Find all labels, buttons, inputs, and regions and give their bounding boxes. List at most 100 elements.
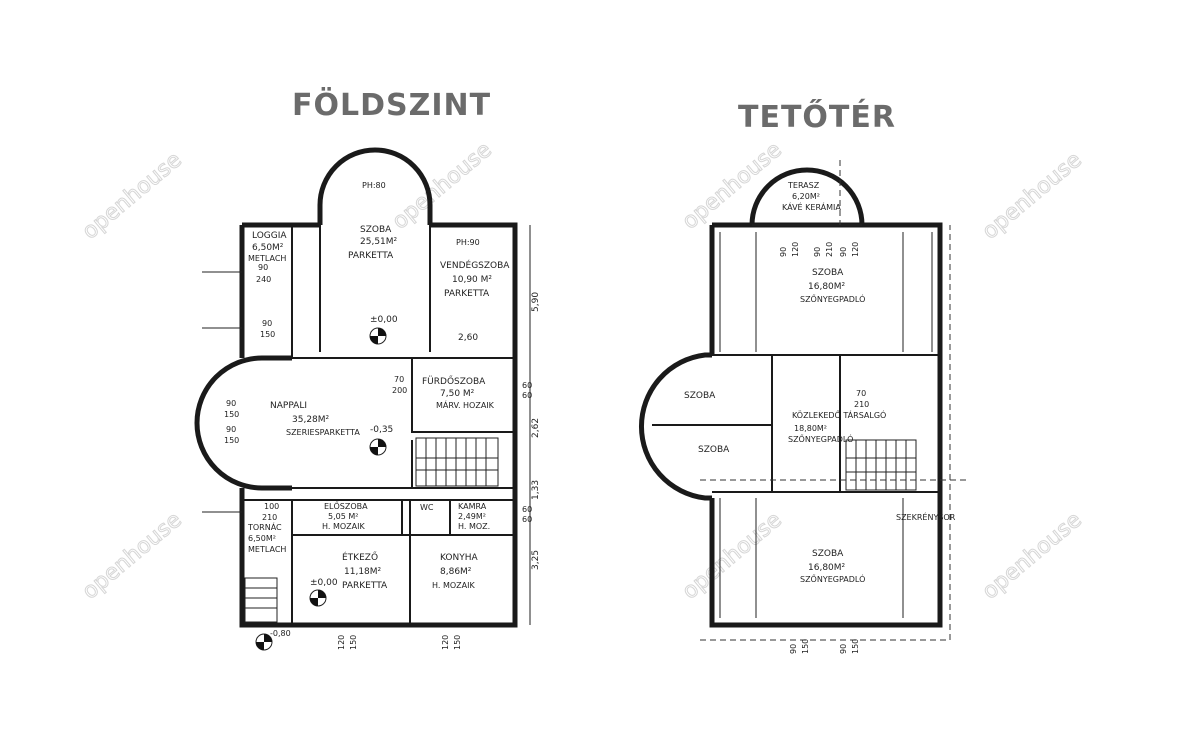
attic-terrace-floor: KÁVÉ KERÁMIA — [782, 201, 841, 212]
dimension-label: 90 — [226, 399, 236, 408]
level-marker — [369, 327, 387, 345]
nappali-area: 35,28M² — [292, 415, 330, 425]
dimension-label: 60 — [522, 515, 532, 524]
dimension-label: 150 — [349, 635, 358, 650]
dimension-label: 210 — [262, 513, 277, 522]
ground-floor-plan: LOGGIA 6,50M² METLACH SZOBA 25,51M² PARK… — [194, 147, 541, 651]
attic-inner-walls — [652, 354, 940, 493]
dimension-label: 3,25 — [531, 550, 541, 570]
dimension-label: 150 — [260, 330, 275, 339]
dimension-label: 200 — [392, 386, 407, 395]
dimension-label: 120 — [851, 242, 860, 257]
szoba-floor: PARKETTA — [348, 251, 394, 261]
attic-room-floor: SZŐNYEGPADLÓ — [800, 293, 865, 304]
vendegszoba-area: 10,90 M² — [452, 275, 492, 285]
level-label: ±0,00 — [370, 315, 398, 325]
level-marker — [255, 633, 273, 651]
szoba-label: SZOBA — [360, 225, 392, 235]
attic-terrace-area: 6,20M² — [792, 192, 820, 201]
dimension-label: 120 — [337, 635, 346, 650]
ground-stairs — [415, 437, 499, 487]
tarsalgo-label: KÖZLEKEDŐ TÁRSALGÓ — [792, 409, 886, 420]
attic-plan: TERASZ 6,20M² KÁVÉ KERÁMIA SZOBA 16,80M²… — [638, 160, 970, 654]
watermark: openhouse — [978, 508, 1087, 605]
attic-room-label: SZOBA — [812, 549, 844, 559]
watermark: openhouse — [678, 508, 787, 605]
tornac-floor: METLACH — [248, 545, 286, 554]
furdo-floor: MÁRV. HOZAIK — [436, 399, 495, 410]
attic-left-bay-wall — [638, 352, 712, 501]
attic-dashed-outline — [700, 160, 970, 641]
tarsalgo-area: 18,80M² — [794, 424, 827, 433]
dimension-label: 90 — [839, 247, 848, 257]
level-marker — [369, 438, 387, 456]
dimension-label: 210 — [825, 242, 834, 257]
loggia-walls — [242, 224, 292, 501]
door-label: PH:80 — [362, 181, 386, 190]
ground-inner-walls — [291, 225, 515, 359]
wc-label: WC — [420, 503, 434, 512]
tarsalgo-floor: SZŐNYEGPADLÓ — [788, 433, 853, 444]
level-marker — [309, 589, 327, 607]
level-label: -0,35 — [370, 425, 393, 435]
dimension-label: 100 — [264, 502, 279, 511]
dimension-label: 70 — [856, 389, 866, 398]
ground-floor-title: FÖLDSZINT — [292, 88, 492, 123]
dimension-label: 90 — [258, 263, 268, 272]
dimension-label: 210 — [854, 400, 869, 409]
loggia-label: LOGGIA — [252, 231, 287, 241]
watermarks: openhouse openhouse openhouse openhouse … — [77, 137, 1087, 605]
dimension-label: 5,90 — [531, 292, 541, 312]
tornac-area: 6,50M² — [248, 534, 276, 543]
konyha-area: 8,86M² — [440, 567, 472, 577]
dimension-label: 60 — [522, 505, 532, 514]
door-label: PH:90 — [456, 238, 480, 247]
szoba-area: 25,51M² — [360, 237, 398, 247]
dimension-label: 150 — [224, 436, 239, 445]
terrace-stairs — [244, 577, 278, 623]
furdo-label: FÜRDŐSZOBA — [422, 376, 486, 387]
loggia-area: 6,50M² — [252, 243, 284, 253]
dimension-label: 90 — [789, 644, 798, 654]
szekrenysor-label: SZEKRÉNYSOR — [896, 511, 956, 522]
attic-room-label: SZOBA — [698, 445, 730, 455]
eloszoba-floor: H. MOZAIK — [322, 522, 365, 531]
vendegszoba-label: VENDÉGSZOBA — [440, 259, 510, 271]
dimension-label: 60 — [522, 391, 532, 400]
attic-floor-title: TETŐTÉR — [738, 100, 896, 135]
dimension-label: 2,60 — [458, 333, 478, 343]
watermark: openhouse — [978, 148, 1087, 245]
attic-stairs — [845, 439, 917, 491]
loggia-floor: METLACH — [248, 254, 286, 263]
watermark: openhouse — [78, 508, 187, 605]
level-label: ±0,00 — [310, 578, 338, 588]
etkezo-area: 11,18M² — [344, 567, 382, 577]
attic-roof-lines — [719, 232, 933, 618]
attic-terrace-dome — [749, 167, 865, 226]
attic-room-label: SZOBA — [684, 391, 716, 401]
eloszoba-label: ELŐSZOBA — [324, 501, 368, 511]
ground-inner-walls-lower — [291, 487, 515, 625]
nappali-floor: SZERIESPARKETTA — [286, 428, 360, 437]
etkezo-floor: PARKETTA — [342, 581, 388, 591]
dimension-label: 90 — [262, 319, 272, 328]
dimension-label: 60 — [522, 381, 532, 390]
attic-room-label: SZOBA — [812, 268, 844, 278]
dimension-label: 90 — [813, 247, 822, 257]
konyha-floor: H. MOZAIK — [432, 581, 475, 590]
dimension-label: 240 — [256, 275, 271, 284]
attic-room-area: 16,80M² — [808, 563, 846, 573]
dimension-label: 120 — [791, 242, 800, 257]
ground-top-bay-wall — [317, 147, 433, 225]
ground-bath-walls — [411, 358, 515, 488]
dimension-label: 120 — [441, 635, 450, 650]
vendegszoba-floor: PARKETTA — [444, 289, 490, 299]
dimension-label: 150 — [851, 639, 860, 654]
konyha-label: KONYHA — [440, 553, 478, 563]
dimension-label: 150 — [224, 410, 239, 419]
ground-dimension-lines — [202, 225, 531, 625]
watermark: openhouse — [388, 138, 497, 235]
dimension-label: 90 — [779, 247, 788, 257]
dimension-label: 90 — [839, 644, 848, 654]
